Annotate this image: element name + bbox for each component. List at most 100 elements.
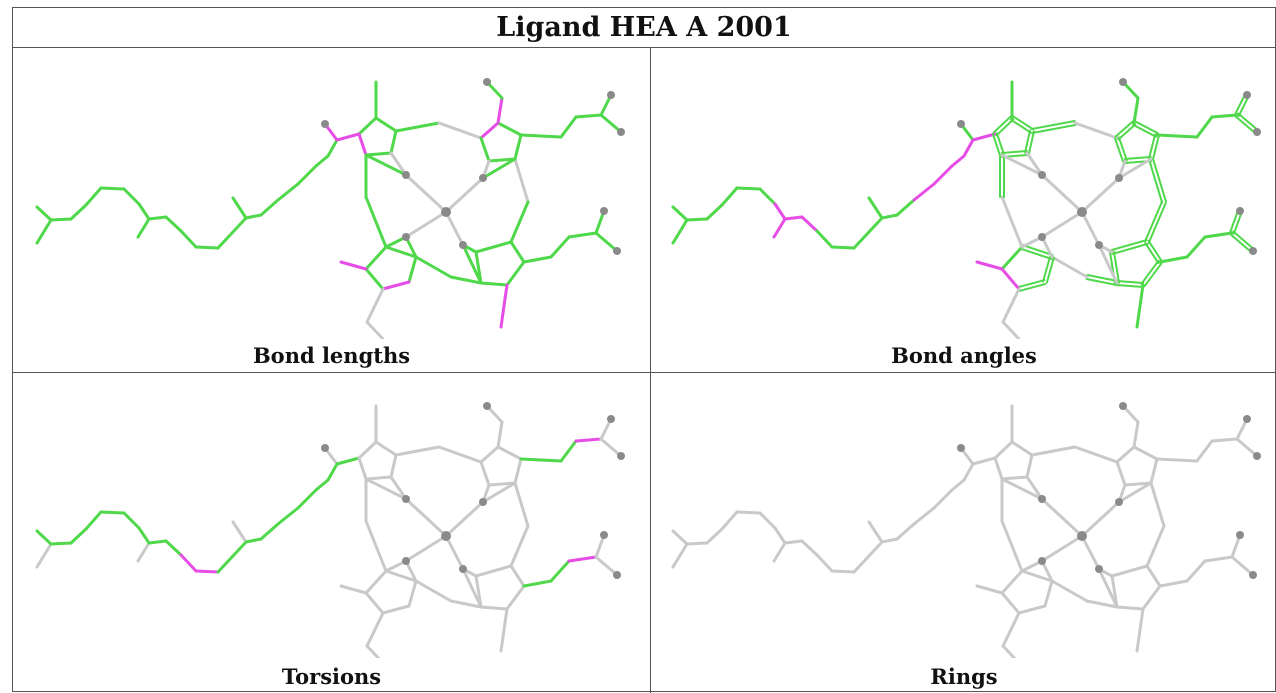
bond-bond-angles-3 — [705, 203, 724, 221]
bond-bond-lengths-59 — [407, 255, 418, 284]
atom-rings-q5 — [1249, 571, 1257, 579]
atom-torsions-bEt2 — [483, 402, 491, 410]
atom-bond-angles-q4 — [1236, 207, 1244, 215]
molecule-diagram-bond-angles — [671, 78, 1261, 339]
bond-torsions-18 — [276, 506, 300, 526]
bond-bond-lengths-47 — [505, 260, 526, 287]
bond-bond-lengths-3 — [69, 203, 88, 221]
bond-rings-10 — [800, 539, 819, 557]
bond-rings-47 — [1141, 584, 1162, 611]
bond-torsions-50 — [474, 564, 513, 578]
bond-torsions-2 — [49, 541, 73, 546]
bond-rings-45 — [1145, 524, 1166, 568]
bond-bond-angles-11 — [815, 229, 834, 249]
bond-bond-angles-18 — [912, 182, 936, 202]
bond-torsions-20 — [314, 478, 330, 492]
bond-bond-lengths-69 — [389, 151, 408, 177]
bond-bond-angles-10 — [800, 215, 819, 233]
bond-bond-angles-9 — [783, 215, 804, 221]
atom-torsions-q4 — [600, 531, 608, 539]
bond-bond-lengths-10 — [164, 215, 183, 233]
bond-bond-angles-44 — [1148, 158, 1164, 204]
bond-bond-lengths-46 — [509, 240, 526, 264]
bond-torsions-31 — [437, 445, 483, 464]
bond-torsions-10 — [164, 539, 183, 557]
bond-torsions-15 — [231, 520, 248, 544]
atom-torsions-c24 — [321, 444, 329, 452]
bond-bond-angles-77 — [1040, 173, 1084, 214]
atom-torsions-fe — [441, 531, 451, 541]
bond-bond-lengths-52 — [522, 255, 553, 264]
bond-bond-angles-34 — [1151, 134, 1160, 161]
bond-torsions-11 — [179, 553, 198, 573]
bond-bond-angles-65 — [1001, 287, 1021, 324]
bond-bond-lengths-54 — [567, 231, 598, 239]
panel-rings: Rings — [651, 373, 1276, 693]
atom-rings-c24 — [957, 444, 965, 452]
bond-rings-37 — [1132, 420, 1140, 449]
molecule-diagram-rings — [671, 402, 1261, 658]
bond-torsions-27 — [364, 475, 393, 481]
bond-bond-angles-40 — [1195, 115, 1214, 139]
bond-rings-0 — [671, 529, 689, 546]
bond-torsions-77 — [404, 497, 448, 538]
bond-torsions-56 — [594, 555, 619, 577]
bond-bond-angles-48 — [1115, 283, 1144, 288]
bond-torsions-17 — [259, 522, 280, 541]
bond-rings-58 — [1050, 579, 1089, 603]
bond-bond-lengths-19 — [296, 164, 318, 186]
bond-torsions-43 — [599, 437, 623, 458]
bond-rings-54 — [1203, 555, 1234, 563]
bond-rings-16 — [880, 537, 899, 544]
bond-bond-lengths-63 — [384, 245, 418, 259]
caption-bond-angles: Bond angles — [891, 343, 1037, 368]
bond-bond-lengths-36 — [479, 136, 491, 163]
bond-rings-3 — [705, 527, 724, 545]
bond-bond-lengths-70 — [364, 153, 408, 177]
bond-torsions-57 — [449, 599, 483, 609]
bond-rings-39 — [1155, 457, 1199, 463]
bond-rings-67 — [1000, 519, 1024, 573]
bond-bond-angles-41 — [1210, 113, 1239, 119]
bond-rings-9 — [783, 539, 804, 545]
bond-bond-angles-66 — [1001, 320, 1021, 339]
bond-torsions-48 — [479, 605, 509, 611]
bond-bond-angles-28 — [995, 132, 1005, 156]
atom-bond-lengths-n1 — [402, 171, 410, 179]
bond-rings-34 — [1149, 457, 1159, 485]
bond-rings-1 — [671, 542, 689, 569]
bond-rings-70 — [1000, 477, 1044, 501]
bond-bond-angles-36 — [1114, 137, 1125, 163]
bond-torsions-47 — [505, 584, 526, 611]
bond-bond-angles-60 — [1017, 279, 1046, 289]
bond-bond-angles-35 — [1123, 156, 1152, 161]
bond-bond-lengths-14 — [230, 216, 248, 235]
atom-bond-lengths-p4 — [607, 91, 615, 99]
bond-bond-lengths-1 — [35, 218, 53, 245]
bond-torsions-23 — [335, 456, 361, 466]
bond-rings-19 — [932, 488, 954, 510]
bond-bond-lengths-44 — [513, 157, 530, 204]
atom-bond-lengths-bEt2 — [483, 78, 491, 86]
bond-bond-angles-79 — [1080, 210, 1101, 247]
bond-bond-angles-23 — [971, 132, 997, 142]
bond-rings-52 — [1158, 579, 1189, 588]
atom-rings-p4 — [1243, 415, 1251, 423]
bond-bond-angles-74 — [1097, 243, 1119, 285]
bond-torsions-79 — [444, 534, 465, 571]
bond-rings-43 — [1235, 437, 1259, 458]
bond-bond-lengths-28 — [357, 132, 368, 157]
atom-torsions-n2 — [479, 498, 487, 506]
bond-bond-angles-43 — [1234, 115, 1257, 135]
bond-bond-angles-33 — [1132, 123, 1158, 138]
bond-bond-lengths-12 — [194, 245, 220, 250]
bond-bond-lengths-64 — [339, 260, 368, 271]
bond-rings-50 — [1110, 564, 1149, 578]
bond-rings-60 — [1017, 604, 1047, 615]
row-divider — [13, 372, 1275, 373]
bond-torsions-35 — [487, 481, 517, 487]
bond-bond-angles-61 — [1000, 267, 1021, 291]
atom-bond-angles-p4 — [1243, 91, 1251, 99]
bond-bond-lengths-74 — [461, 243, 483, 285]
bond-rings-46 — [1145, 564, 1162, 588]
